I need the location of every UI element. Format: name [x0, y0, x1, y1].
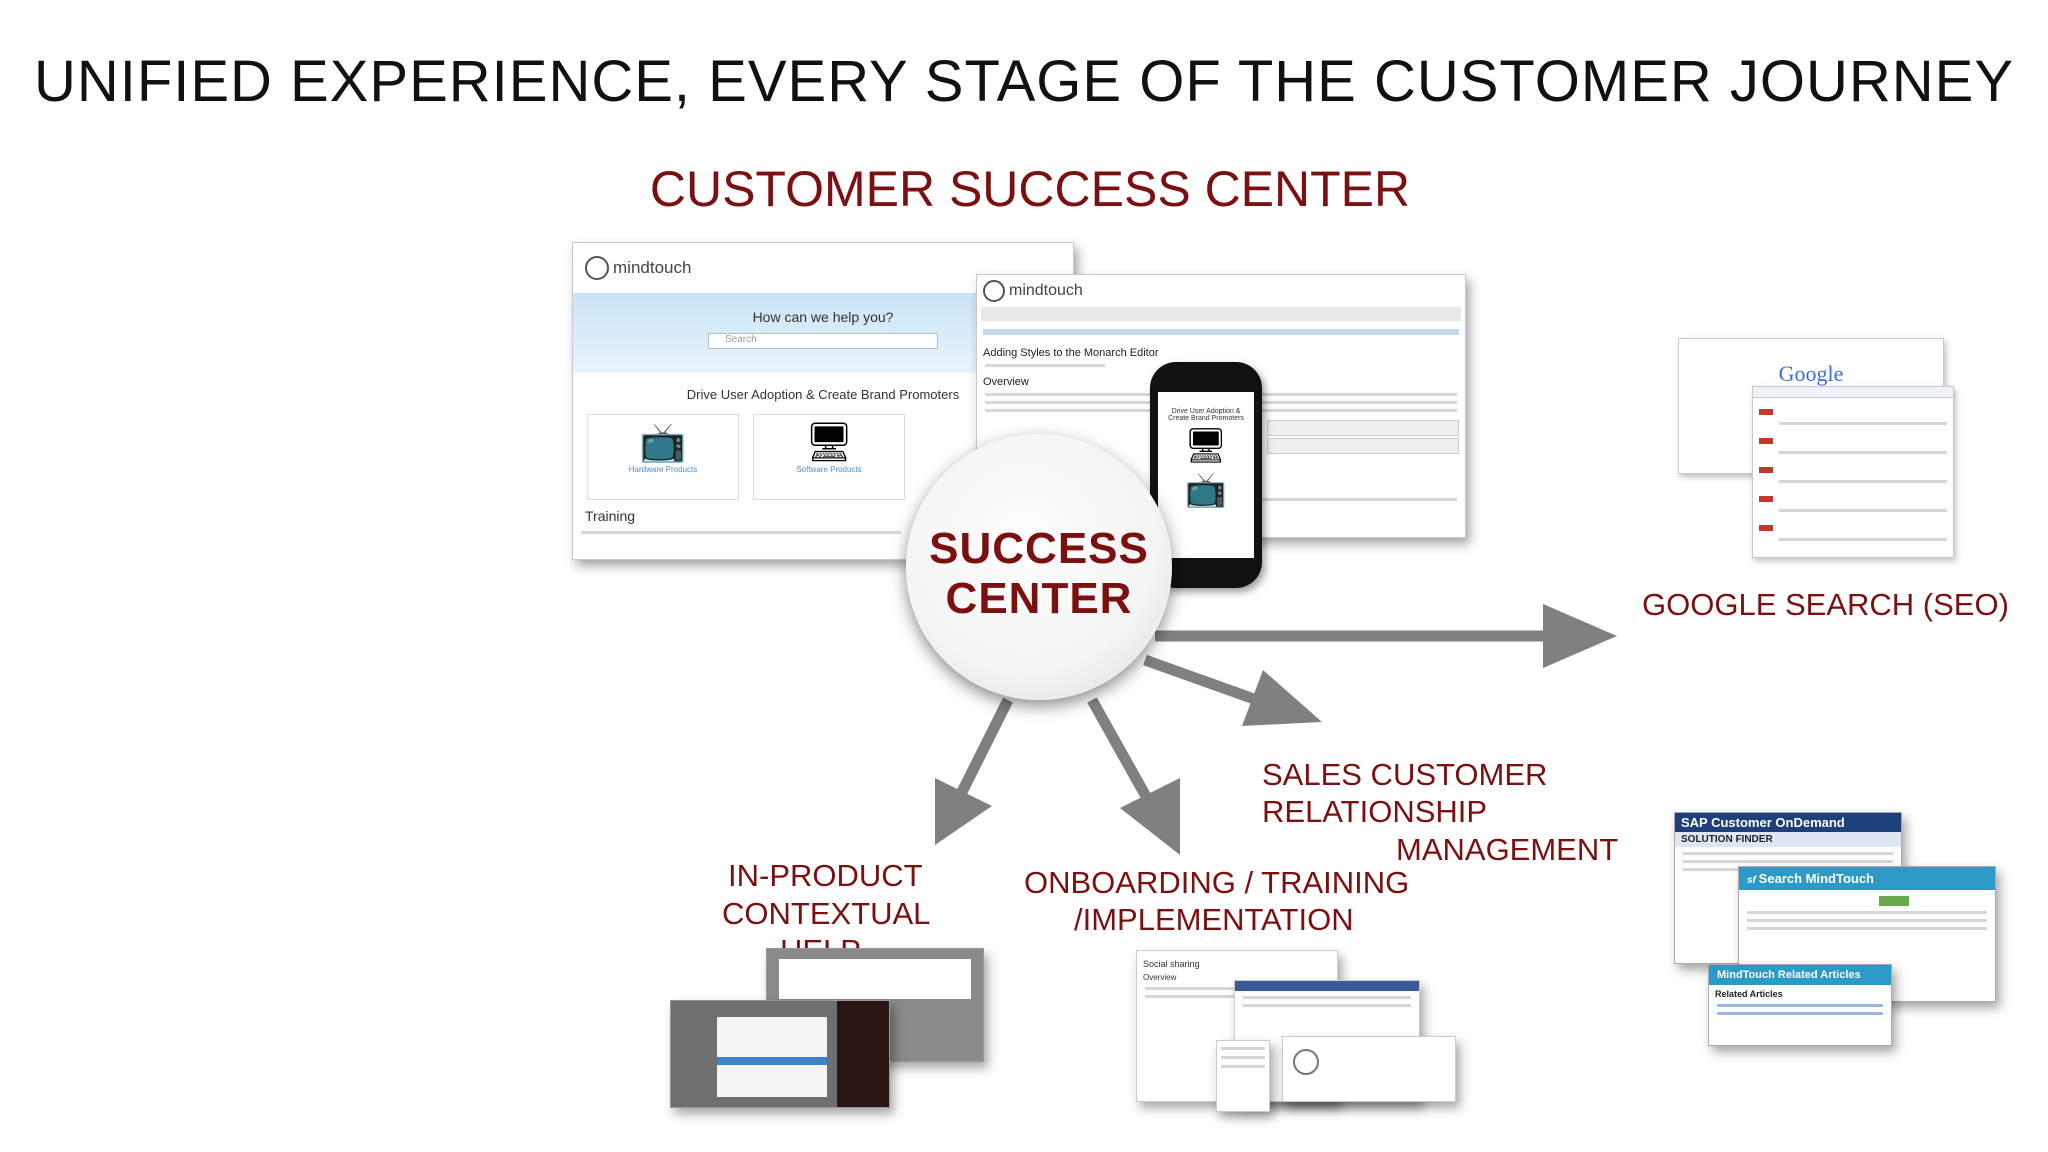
mindtouch-logo-icon	[983, 280, 1005, 302]
text-line	[1683, 852, 1893, 855]
search-placeholder: Search	[725, 334, 757, 345]
inproduct-screenshot-front	[670, 1000, 890, 1108]
label-google-search: GOOGLE SEARCH (SEO)	[1642, 587, 2009, 622]
social-sharing-label: Social sharing	[1143, 959, 1200, 969]
mindtouch-logo: mindtouch	[613, 258, 692, 277]
tv-icon: 📺	[1184, 471, 1228, 509]
sap-header: SAP Customer OnDemand	[1675, 813, 1901, 832]
go-button[interactable]	[1879, 896, 1909, 906]
result-item	[1759, 489, 1947, 512]
phone-screen: Drive User Adoption & Create Brand Promo…	[1158, 392, 1254, 558]
card-label: Hardware Products	[628, 465, 698, 474]
text-line	[985, 364, 1105, 367]
result-item	[1759, 460, 1947, 483]
text-line	[1747, 911, 1987, 914]
text-line	[1221, 1047, 1265, 1050]
help-panel	[717, 1017, 827, 1097]
popup-panel	[779, 959, 971, 999]
salesforce-logo-icon: sf	[1747, 875, 1759, 886]
phone-text: Drive User Adoption & Create Brand Promo…	[1168, 408, 1244, 422]
text-line	[1747, 927, 1987, 930]
text-line	[1243, 996, 1411, 999]
results-list	[1753, 398, 1953, 551]
mindtouch-logo-icon	[1293, 1049, 1319, 1075]
text-line	[1683, 860, 1893, 863]
monitor-icon: 🖥	[1184, 427, 1228, 465]
onboarding-menu	[1216, 1040, 1270, 1112]
hardware-card[interactable]: 📺 Hardware Products	[587, 414, 739, 500]
format-toolbar	[1267, 420, 1459, 436]
result-item	[1759, 518, 1947, 541]
mindtouch-logo: mindtouch	[1009, 282, 1083, 299]
arrow-to-google	[1155, 604, 1617, 668]
arrow-to-onboarding	[1087, 697, 1180, 855]
label-onboarding-line-2: /IMPLEMENTATION	[1074, 902, 1354, 937]
page-title: UNIFIED EXPERIENCE, EVERY STAGE OF THE C…	[33, 49, 2015, 114]
text-line	[1717, 1004, 1883, 1007]
hero-question: How can we help you?	[752, 309, 894, 325]
label-crm-line-1: SALES CUSTOMER	[1262, 757, 1548, 792]
text-line	[1221, 1065, 1265, 1068]
label-crm-line-2: RELATIONSHIP	[1262, 794, 1488, 829]
results-header	[1753, 387, 1953, 398]
tagline: Drive User Adoption & Create Brand Promo…	[686, 387, 960, 402]
dark-side-panel	[837, 1001, 889, 1107]
mindtouch-logo-icon	[585, 256, 609, 280]
help-bar	[717, 1057, 827, 1065]
result-item	[1759, 431, 1947, 454]
search-input[interactable]: Search	[708, 333, 938, 349]
format-toolbar	[1267, 438, 1459, 454]
overview-label: Overview	[1143, 973, 1177, 982]
tv-icon: 📺	[639, 422, 687, 464]
text-line	[581, 531, 901, 534]
text-line	[1221, 1056, 1265, 1059]
label-onboarding-line-1: ONBOARDING / TRAINING	[1024, 865, 1410, 900]
hub-line-2: CENTER	[945, 574, 1133, 623]
sf-related-header: MindTouch Related Articles	[1709, 965, 1891, 985]
page-subtitle: CUSTOMER SUCCESS CENTER	[649, 161, 1411, 217]
training-heading: Training	[585, 508, 636, 524]
editor-heading: Adding Styles to the Monarch Editor	[983, 347, 1159, 359]
text-line	[1747, 919, 1987, 922]
arrow-to-inproduct	[935, 697, 1013, 845]
label-inproduct-line-2: CONTEXTUAL	[722, 896, 931, 931]
solution-finder: SOLUTION FINDER	[1675, 832, 1901, 847]
facebook-header	[1235, 981, 1419, 991]
editor-toolbar	[981, 307, 1461, 321]
hub-line-1: SUCCESS	[929, 524, 1149, 573]
monitor-icon: 🖥	[804, 422, 854, 464]
label-crm-line-3: MANAGEMENT	[1396, 832, 1619, 867]
arrow-to-crm	[1143, 654, 1322, 726]
onboarding-screenshot-3	[1282, 1036, 1456, 1102]
text-line	[1243, 1004, 1411, 1007]
salesforce-related-screenshot: MindTouch Related Articles Related Artic…	[1708, 964, 1892, 1046]
success-center-hub: SUCCESS CENTER	[906, 434, 1172, 700]
breadcrumb	[983, 329, 1459, 335]
card-label: Software Products	[796, 465, 862, 474]
related-subheading: Related Articles	[1715, 989, 1783, 999]
sf-search-header: sf Search MindTouch	[1739, 867, 1995, 890]
software-card[interactable]: 🖥 Software Products	[753, 414, 905, 500]
label-inproduct-line-1: IN-PRODUCT	[728, 858, 923, 893]
text-line	[1717, 1012, 1883, 1015]
overview-heading: Overview	[983, 376, 1029, 388]
result-item	[1759, 402, 1947, 425]
google-results-screenshot	[1752, 386, 1954, 558]
google-logo: Google	[1778, 361, 1844, 386]
